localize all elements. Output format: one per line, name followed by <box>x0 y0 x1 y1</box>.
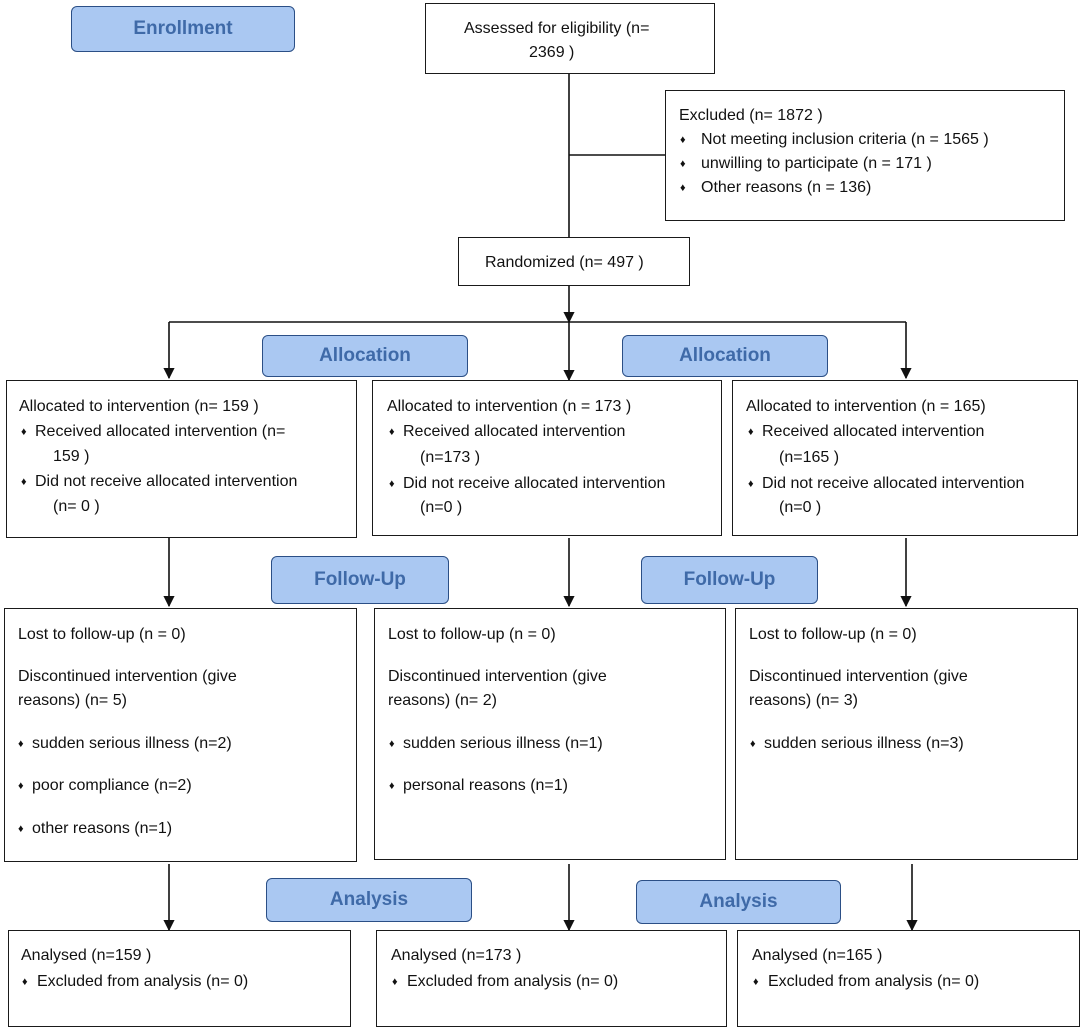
received-line-1: Received allocated intervention <box>403 423 626 440</box>
followup-box-arm-2: Lost to follow-up (n = 0) Discontinued i… <box>374 608 726 860</box>
lost-text: Lost to follow-up (n = 0) <box>18 626 186 643</box>
received-line-1: Received allocated intervention <box>762 423 985 440</box>
bullet-icon: ♦ <box>22 976 28 988</box>
discontinued-line-2: reasons) (n= 2) <box>388 692 497 709</box>
analysed-text: Analysed (n=159 ) <box>21 947 152 964</box>
randomized-box: Randomized (n= 497 ) <box>458 237 690 286</box>
assessed-line-2: 2369 ) <box>529 44 575 61</box>
stage-label-followup-left: Follow-Up <box>271 556 449 604</box>
bullet-icon: ♦ <box>680 134 686 146</box>
excluded-item: Not meeting inclusion criteria (n = 1565… <box>701 131 989 148</box>
bullet-icon: ♦ <box>389 780 395 792</box>
bullet-icon: ♦ <box>753 976 759 988</box>
excluded-analysis-text: Excluded from analysis (n= 0) <box>407 973 619 990</box>
bullet-icon: ♦ <box>748 478 754 490</box>
bullet-icon: ♦ <box>18 780 24 792</box>
allocation-box-arm-3: Allocated to intervention (n = 165) ♦ Re… <box>732 380 1078 536</box>
stage-label-analysis-left: Analysis <box>266 878 472 922</box>
stage-label-allocation-right: Allocation <box>622 335 828 377</box>
bullet-icon: ♦ <box>389 478 395 490</box>
stage-label-followup-right: Follow-Up <box>641 556 818 604</box>
excluded-analysis-text: Excluded from analysis (n= 0) <box>768 973 980 990</box>
not-received-line-1: Did not receive allocated intervention <box>762 475 1025 492</box>
analysis-box-arm-3: Analysed (n=165 ) ♦ Excluded from analys… <box>737 930 1080 1027</box>
bullet-icon: ♦ <box>389 426 395 438</box>
bullet-icon: ♦ <box>18 823 24 835</box>
assessed-line-1: Assessed for eligibility (n= <box>464 20 650 37</box>
received-line-2: (n=173 ) <box>420 449 481 466</box>
not-received-line-2: (n=0 ) <box>779 499 822 516</box>
not-received-line-1: Did not receive allocated intervention <box>35 473 298 490</box>
discontinued-line-2: reasons) (n= 5) <box>18 692 127 709</box>
not-received-line-2: (n= 0 ) <box>53 498 100 515</box>
bullet-icon: ♦ <box>392 976 398 988</box>
not-received-line-2: (n=0 ) <box>420 499 463 516</box>
allocated-text: Allocated to intervention (n= 159 ) <box>19 398 259 415</box>
analysed-text: Analysed (n=165 ) <box>752 947 883 964</box>
analysis-box-arm-1: Analysed (n=159 ) ♦ Excluded from analys… <box>8 930 351 1027</box>
allocation-box-arm-1: Allocated to intervention (n= 159 ) ♦ Re… <box>6 380 357 538</box>
stage-label-enrollment: Enrollment <box>71 6 295 52</box>
excluded-item: unwilling to participate (n = 171 ) <box>701 155 932 172</box>
received-line-2: (n=165 ) <box>779 449 840 466</box>
excluded-box: Excluded (n= 1872 ) ♦ Not meeting inclus… <box>665 90 1065 221</box>
reason-item: personal reasons (n=1) <box>403 777 568 794</box>
discontinued-line-1: Discontinued intervention (give <box>749 668 968 685</box>
bullet-icon: ♦ <box>18 738 24 750</box>
discontinued-line-1: Discontinued intervention (give <box>18 668 237 685</box>
bullet-icon: ♦ <box>680 158 686 170</box>
reason-item: sudden serious illness (n=2) <box>32 735 232 752</box>
bullet-icon: ♦ <box>21 476 27 488</box>
followup-box-arm-1: Lost to follow-up (n = 0) Discontinued i… <box>4 608 357 862</box>
not-received-line-1: Did not receive allocated intervention <box>403 475 666 492</box>
analysis-box-arm-2: Analysed (n=173 ) ♦ Excluded from analys… <box>376 930 727 1027</box>
reason-item: sudden serious illness (n=3) <box>764 735 964 752</box>
stage-label-analysis-right: Analysis <box>636 880 841 924</box>
reason-item: other reasons (n=1) <box>32 820 173 837</box>
allocated-text: Allocated to intervention (n = 173 ) <box>387 398 632 415</box>
reason-item: sudden serious illness (n=1) <box>403 735 603 752</box>
lost-text: Lost to follow-up (n = 0) <box>749 626 917 643</box>
received-line-1: Received allocated intervention (n= <box>35 423 286 440</box>
received-line-2: 159 ) <box>53 448 90 465</box>
reason-item: poor compliance (n=2) <box>32 777 192 794</box>
allocated-text: Allocated to intervention (n = 165) <box>746 398 986 415</box>
lost-text: Lost to follow-up (n = 0) <box>388 626 556 643</box>
stage-label-allocation-left: Allocation <box>262 335 468 377</box>
excluded-item: Other reasons (n = 136) <box>701 179 872 196</box>
discontinued-line-2: reasons) (n= 3) <box>749 692 858 709</box>
allocation-box-arm-2: Allocated to intervention (n = 173 ) ♦ R… <box>372 380 722 536</box>
bullet-icon: ♦ <box>750 738 756 750</box>
bullet-icon: ♦ <box>389 738 395 750</box>
followup-box-arm-3: Lost to follow-up (n = 0) Discontinued i… <box>735 608 1078 860</box>
excluded-analysis-text: Excluded from analysis (n= 0) <box>37 973 249 990</box>
discontinued-line-1: Discontinued intervention (give <box>388 668 607 685</box>
bullet-icon: ♦ <box>680 182 686 194</box>
bullet-icon: ♦ <box>748 426 754 438</box>
excluded-title: Excluded (n= 1872 ) <box>679 107 823 124</box>
assessed-box: Assessed for eligibility (n= 2369 ) <box>425 3 715 74</box>
randomized-text: Randomized (n= 497 ) <box>485 254 644 271</box>
bullet-icon: ♦ <box>21 426 27 438</box>
analysed-text: Analysed (n=173 ) <box>391 947 522 964</box>
